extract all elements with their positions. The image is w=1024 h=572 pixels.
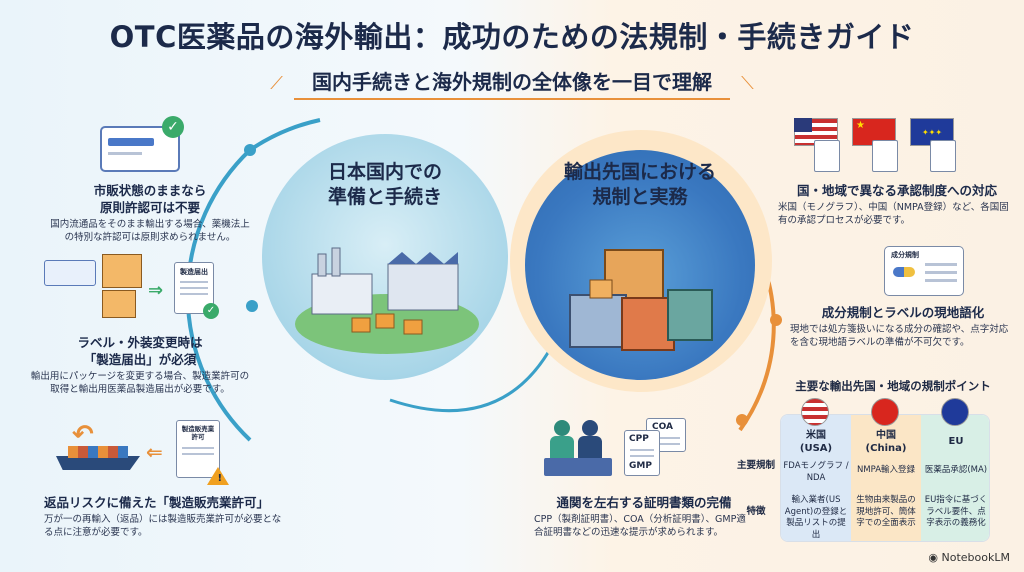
page-title: OTC医薬品の海外輸出：成功のための法規制・手続きガイド — [109, 20, 915, 54]
arc-dot-2 — [246, 300, 258, 312]
col-eu-name: EU — [948, 436, 964, 447]
manufacturing-notice-doc: 製造届出 ✓ — [174, 262, 219, 319]
right-item-1-heading: 国・地域で異なる承認制度への対応 — [796, 183, 997, 198]
table-title: 主要な輸出先国・地域の規制ポイント — [795, 379, 991, 393]
ingredient-card-icon: 成分規制 — [884, 246, 964, 296]
arc-dot-5 — [736, 414, 748, 426]
gmp-label: GMP — [629, 461, 652, 471]
overseas-line1: 輸出先国における — [563, 161, 716, 183]
table-col-us: 米国 (USA) FDAモノグラフ / NDA 輸入業者(US Agent)の登… — [781, 415, 851, 541]
col-us-reg: FDAモノグラフ / NDA — [783, 461, 849, 483]
overseas-circle — [525, 150, 755, 380]
left-item-2-body: 輸出用にパッケージを変更する場合、製造業許可の取得と輸出用医薬品製造届出が必要で… — [30, 371, 250, 395]
cn-flag-icon — [871, 398, 899, 426]
left-item-1-body: 国内流通品をそのまま輸出する場合、薬機法上の特別な許認可は原則求められません。 — [50, 219, 250, 243]
row-label-regulation: 主要規制 — [736, 460, 775, 471]
brand-name: NotebookLM — [941, 551, 1010, 564]
col-cn-sub: (China) — [865, 443, 907, 454]
right-item-2: 成分規制とラベルの現地語化 現地では処方箋扱いになる成分の確認や、点字対応を含む… — [790, 304, 1016, 349]
domestic-line2: 準備と手続き — [327, 186, 442, 208]
col-cn-header: 中国 (China) — [851, 415, 921, 457]
subtitle-deco-right: ⟍ — [741, 73, 754, 94]
left-item-3: 返品リスクに備えた「製造販売業許可」 万が一の再輸入（返品）には製造販売業許可が… — [44, 494, 284, 539]
domestic-circle — [262, 134, 508, 380]
us-flag-doc-icon — [794, 118, 842, 174]
table-col-eu: EU 医薬品承認(MA) EU指令に基づくラベル要件、点字表示の義務化 — [921, 415, 989, 541]
right-item-1: 国・地域で異なる承認制度への対応 米国（モノグラフ）、中国（NMPA登録）など、… — [778, 182, 1016, 227]
left-item-1: 市販状態のままなら 原則許認可は不要 国内流通品をそのまま輸出する場合、薬機法上… — [50, 182, 250, 244]
domestic-circle-heading: 日本国内での 準備と手続き — [290, 160, 480, 210]
marketing-license-doc: 製造販売業許可 ! — [176, 420, 229, 485]
marketing-license-label: 製造販売業許可 — [181, 425, 215, 441]
ship-icon: ↶ — [52, 420, 144, 484]
col-us-sub: (USA) — [799, 443, 833, 454]
col-cn-feature: 生物由来製品の現地許可、簡体字での全面表示 — [856, 495, 916, 528]
col-us-name: 米国 — [806, 430, 826, 441]
overseas-line2: 規制と実務 — [592, 186, 688, 208]
left-item-2-heading1: ラベル・外装変更時は — [77, 335, 203, 350]
eu-flag-icon — [941, 398, 969, 426]
left-item-2-heading2: 「製造届出」が必須 — [83, 352, 197, 367]
brand-label: ◉ NotebookLM — [928, 551, 1010, 564]
left-item-1-heading1: 市販状態のままなら — [93, 183, 207, 198]
col-cn-reg: NMPA輸入登録 — [856, 465, 916, 475]
arc-dot-1 — [244, 144, 256, 156]
eu-flag-doc-icon: ✦✦✦ — [910, 118, 958, 174]
table-col-cn: 中国 (China) NMPA輸入登録 生物由来製品の現地許可、簡体字での全面表… — [851, 415, 921, 541]
right-item-1-body: 米国（モノグラフ）、中国（NMPA登録）など、各国固有の承認プロセスが必要です。 — [778, 202, 1009, 226]
center-arc — [389, 329, 562, 413]
cpp-label: CPP — [629, 434, 649, 444]
left-item-3-heading: 返品リスクに備えた「製造販売業許可」 — [44, 495, 270, 510]
coa-label: COA — [652, 422, 673, 432]
certificates-heading: 通関を左右する証明書類の完備 — [556, 495, 732, 510]
col-eu-reg: 医薬品承認(MA) — [924, 465, 988, 475]
arc-dot-4 — [770, 314, 782, 326]
package-change-icon: ⇒ — [44, 254, 234, 324]
crates-illustration — [569, 249, 713, 351]
certificates-body: CPP（製剤証明書）、COA（分析証明書）、GMP適合証明書などの迅速な提示が求… — [534, 514, 746, 538]
us-flag-icon — [801, 398, 829, 426]
certificates-block: 通関を左右する証明書類の完備 CPP（製剤証明書）、COA（分析証明書）、GMP… — [534, 494, 754, 539]
cpp-doc: CPP GMP — [624, 430, 660, 476]
cn-flag-doc-icon: ★ — [852, 118, 900, 174]
right-item-2-heading: 成分規制とラベルの現地語化 — [821, 305, 985, 320]
col-cn-name: 中国 — [876, 430, 896, 441]
col-eu-header: EU — [921, 415, 989, 457]
ingredient-card-label: 成分規制 — [891, 251, 919, 259]
manufacturing-notice-label: 製造届出 — [180, 268, 208, 276]
col-us-header: 米国 (USA) — [781, 415, 851, 457]
left-item-3-body: 万が一の再輸入（返品）には製造販売業許可が必要となる点に注意が必要です。 — [44, 514, 282, 538]
subtitle-deco-left: ⟋ — [270, 73, 283, 94]
subtitle-wrap: ⟋ 国内手続きと海外規制の全体像を一目で理解 ⟍ — [0, 66, 1024, 100]
customs-officers-icon — [544, 420, 614, 476]
col-eu-feature: EU指令に基づくラベル要件、点字表示の義務化 — [924, 495, 988, 528]
page-subtitle: 国内手続きと海外規制の全体像を一目で理解 — [294, 66, 730, 100]
right-item-2-body: 現地では処方箋扱いになる成分の確認や、点字対応を含む現地語ラベルの準備が不可欠で… — [790, 324, 1009, 348]
return-arrow-icon: ⇐ — [146, 440, 163, 464]
left-item-2: ラベル・外装変更時は 「製造届出」が必須 輸出用にパッケージを変更する場合、製造… — [30, 334, 250, 396]
regulation-table: 米国 (USA) FDAモノグラフ / NDA 輸入業者(US Agent)の登… — [780, 414, 990, 542]
row-label-feature: 特徴 — [746, 506, 766, 517]
col-us-feature: 輸入業者(US Agent)の登録と製品リストの提出 — [784, 495, 848, 540]
overseas-circle-heading: 輸出先国における 規制と実務 — [540, 160, 740, 210]
factory-illustration — [295, 247, 479, 354]
license-card-icon: ✓ — [100, 116, 184, 174]
domestic-line1: 日本国内での — [327, 161, 442, 183]
left-item-1-heading2: 原則許認可は不要 — [99, 200, 200, 215]
left-arc-inner — [248, 118, 321, 152]
